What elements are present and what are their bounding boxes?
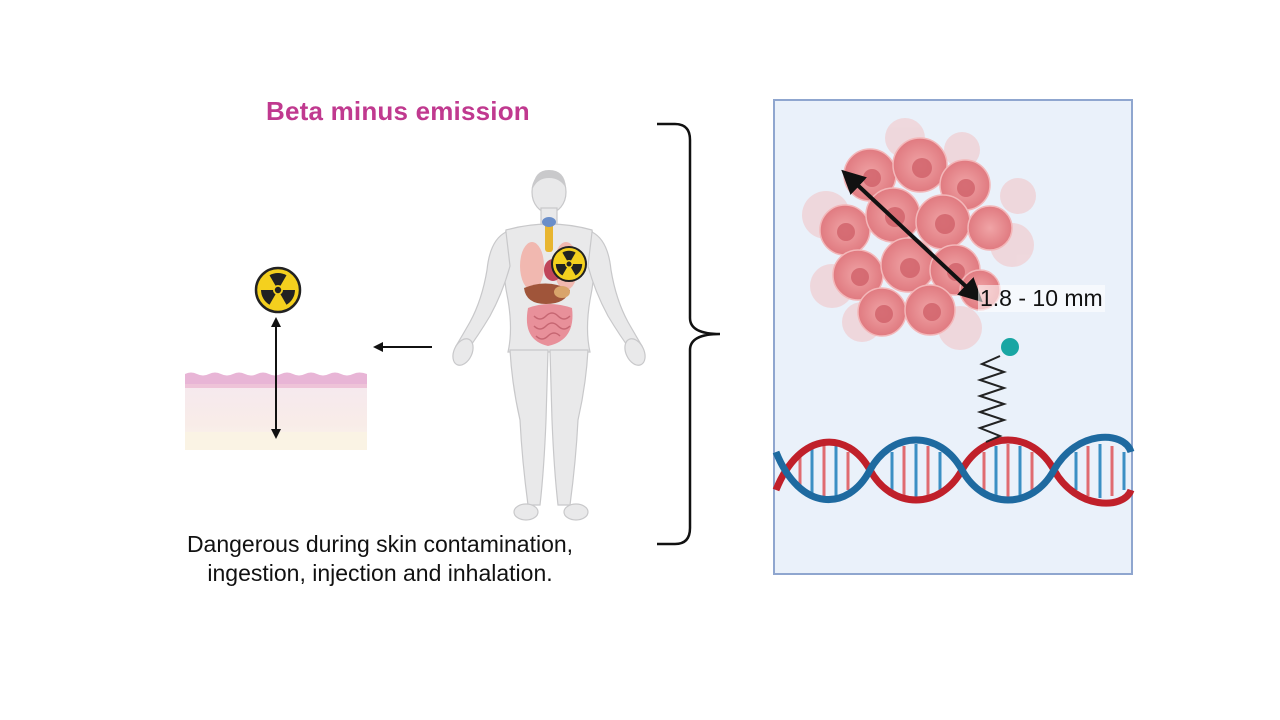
range-arrow [841, 169, 983, 303]
dna-double-helix-icon [772, 433, 1135, 507]
radiation-hazard-icon [254, 266, 302, 314]
caption-line-1: Dangerous during skin contamination, [186, 531, 574, 557]
caption-line-2: ingestion, injection and inhalation. [207, 560, 553, 586]
diagram-title: Beta minus emission [266, 96, 530, 126]
range-label: 1.8 - 10 mm [978, 285, 1105, 312]
beta-particle-icon [976, 338, 1019, 443]
human-body-anatomy-icon [452, 170, 646, 521]
grouping-brace [657, 122, 721, 546]
exposure-caption: Dangerous during skin contamination, ing… [150, 530, 610, 588]
radiation-hazard-icon [551, 246, 587, 282]
